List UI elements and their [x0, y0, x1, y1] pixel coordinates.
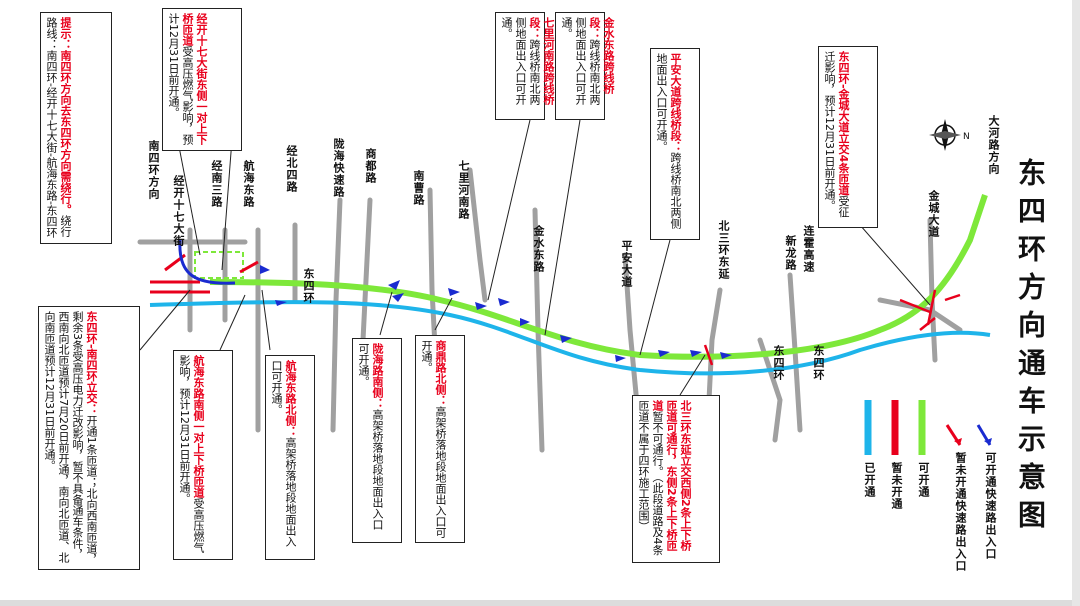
note-qiliheshi: 七里河南路跨线桥段：跨线桥南北两侧地面出入口可开通。 [495, 12, 555, 120]
blue-line-opened [149, 300, 991, 376]
red-ramp-beisanhuan [703, 344, 714, 366]
legend-label-opened: 已开通 [863, 462, 876, 498]
road-longhai [330, 197, 343, 433]
navy-ramp-south [178, 239, 236, 285]
legend-label-not-open: 暂未开通 [890, 462, 903, 510]
note-jinshui: 金水东路跨线桥段：跨线桥南北两侧地面出入口可开通。 [555, 12, 615, 120]
road-beisanhuan [705, 287, 723, 423]
road-label-dongsihuan-3: 东四环 [812, 345, 825, 381]
frame-bottom [0, 600, 1080, 606]
blue-arrows [260, 265, 732, 362]
legend-label-can-open: 可开通 [917, 462, 930, 498]
road-lianhuo-b [757, 337, 783, 443]
road-label-jincheng: 金城大道 [927, 190, 940, 238]
note-pingan: 平安大道跨线桥段：跨线桥南北两侧地面出入口可开通。 [650, 48, 700, 240]
road-label-jinshui: 金水东路 [532, 225, 545, 273]
note-jingkai17: 经开十七大街东侧一对上下桥匝道受高压燃气影响，预计12月31日前开通。 [162, 8, 242, 151]
road-qiliheshi [467, 167, 488, 303]
road-pingan [622, 252, 641, 418]
green-line-can-open [209, 194, 988, 360]
road-label-jingnan3: 经南三路 [210, 160, 223, 208]
road-label-jingkai17: 经开十七大街 [172, 175, 185, 247]
red-ramps-south [150, 253, 259, 294]
note-hanghai-south: 航海东路南侧一对上下桥匝道受高压燃气影响，预计12月31日前开通。 [173, 350, 233, 560]
compass-icon: N [929, 119, 970, 151]
note-tip: 提示：南四环方向去东四环方向需绕行。绕行路线：南四环-经开十七大街-航海东路-东… [40, 12, 112, 244]
road-label-xindu: 新龙路 [784, 235, 797, 271]
road-label-nanlu: 南曹路 [412, 170, 425, 206]
red-ramps-jincheng [899, 289, 961, 331]
map-title: 东四环方向通车示意图 [1014, 158, 1047, 538]
road-label-dongsihuan-2: 东四环 [772, 345, 785, 381]
road-label-lianhuo: 连霍高速 [802, 225, 815, 273]
note-beisanhuan: 北三环东延立交西侧2条上下桥匝道可通行，东侧2条上下桥匝道暂不可通行。（此段道路… [632, 395, 720, 563]
road-label-dongsihuan-1: 东四环 [302, 268, 315, 304]
frame-right [1072, 0, 1080, 606]
road-label-nansihuan: 南四环方向 [147, 140, 160, 200]
green-dashed-box [194, 251, 244, 279]
note-longhai-south: 陇海路南侧：高架桥落地段地面出入口可开通。 [352, 338, 402, 543]
legend-symbols [864, 400, 992, 455]
road-label-hanghaidong: 航海东路 [242, 160, 255, 208]
road-label-longhai: 陇海快速路 [332, 138, 345, 198]
road-label-shangdu: 商都路 [364, 148, 377, 184]
note-dongsihuan-nansihuan: 东四环-南四环立交：开通1条匝道；北向西南匝道，剩余3条受高压电力迁改影响，暂不… [38, 306, 140, 570]
note-hanghai-north: 航海东路北侧：高架桥落地段地面出入口可开通。 [265, 355, 315, 560]
note-jincheng: 东四环-金城大道立交4条匝道受征迁影响，预计12月31日前开通。 [818, 46, 878, 228]
road-label-daheluo: 大河路方向 [987, 115, 1000, 175]
road-label-jingbei4: 经北四路 [285, 145, 298, 193]
road-label-beisanhuan: 北三环东延 [717, 220, 730, 280]
road-label-qiliheshi: 七里河南路 [457, 160, 470, 220]
road-label-pingan: 平安大道 [620, 240, 633, 288]
svg-text:N: N [963, 132, 970, 142]
legend-label-open-exit: 可开通快速路出入口 [984, 452, 997, 560]
legend-label-closed-exit: 暂未开通快速路出入口 [954, 452, 967, 572]
note-shangdu-north: 商鼎路北侧：高架桥落地段地面出入口可开通。 [415, 335, 465, 543]
